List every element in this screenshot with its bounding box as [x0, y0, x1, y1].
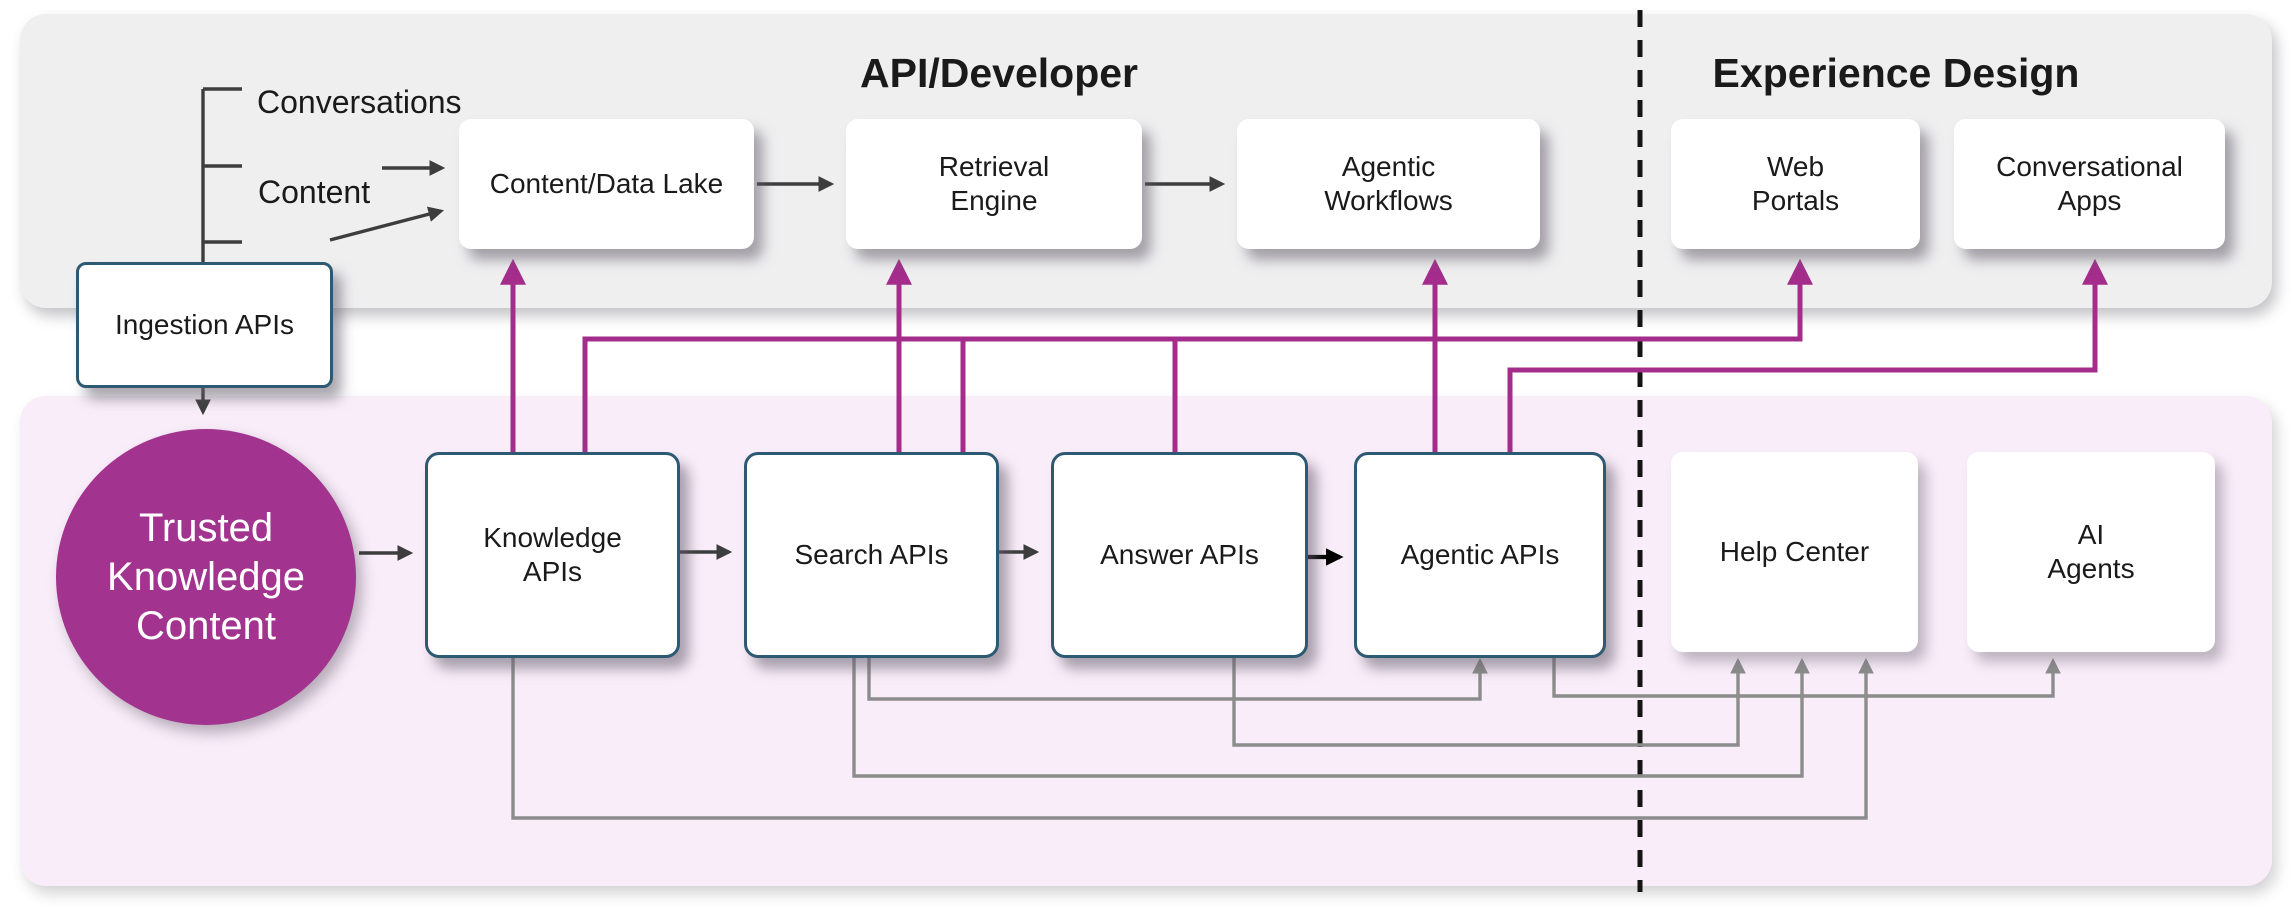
connector-rail-to-conversational-apps: [1507, 258, 2108, 454]
box-help-center: Help Center: [1671, 452, 1918, 652]
box-answer-apis: Answer APIs: [1051, 452, 1308, 658]
box-agentic-workflows: Agentic Workflows: [1237, 119, 1540, 249]
trusted-knowledge-content-circle: Trusted Knowledge Content: [56, 429, 356, 725]
box-web-portals: Web Portals: [1671, 119, 1920, 249]
connector-content-to-data-lake-lower: [329, 206, 445, 242]
box-ingestion-apis: Ingestion APIs: [76, 262, 333, 388]
box-conversational-apps: Conversational Apps: [1954, 119, 2225, 249]
box-retrieval-engine: Retrieval Engine: [846, 119, 1142, 249]
box-agentic-apis: Agentic APIs: [1354, 452, 1606, 658]
box-ai-agents: AI Agents: [1967, 452, 2215, 652]
source-label-conversations: Conversations: [257, 84, 462, 120]
connector-search-to-help-center: [852, 652, 1810, 778]
connector-rail-to-web-portals: [582, 258, 1813, 454]
connector-knowledge-to-help-center: [511, 652, 1874, 820]
connector-answer-to-help-center: [1232, 652, 1746, 747]
source-label-content: Content: [258, 174, 371, 210]
zone-title-experience-design: Experience Design: [1712, 50, 2080, 96]
connector-search-to-agentic-apis: [867, 652, 1488, 701]
box-search-apis: Search APIs: [744, 452, 999, 658]
source-bracket: [201, 87, 242, 262]
zone-title-api-developer: API/Developer: [860, 50, 1138, 96]
box-content-data-lake: Content/Data Lake: [459, 119, 754, 249]
connector-agentic-to-ai-agents: [1552, 652, 2061, 698]
box-knowledge-apis: Knowledge APIs: [425, 452, 680, 658]
